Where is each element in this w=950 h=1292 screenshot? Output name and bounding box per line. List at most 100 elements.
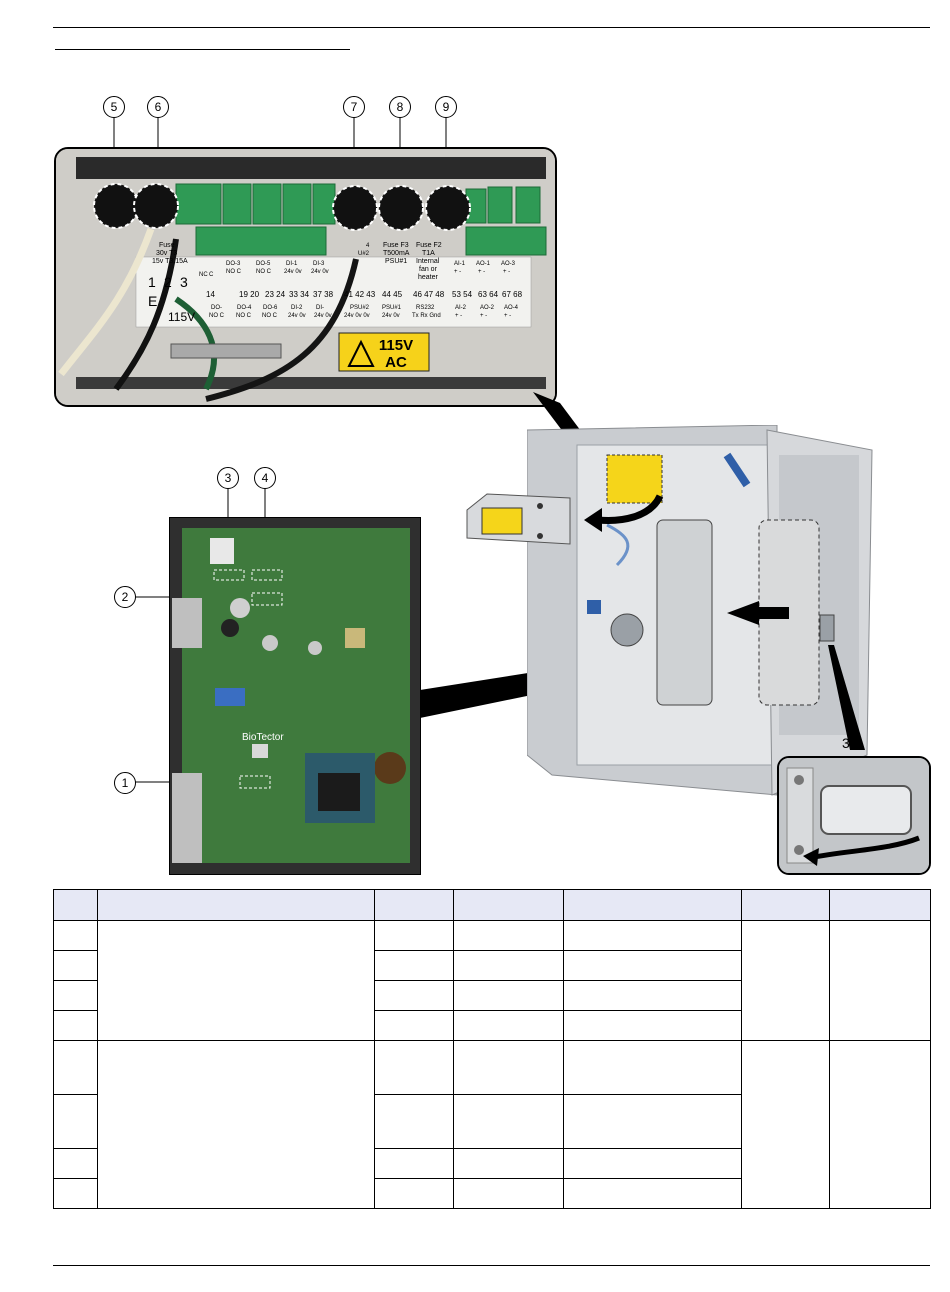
top-row-3: DI-3 [313, 261, 325, 267]
table-cell [53, 950, 98, 981]
terminal-number-row: 14 19 20 23 24 33 34 37 38 41 42 43 44 4… [206, 290, 523, 299]
bottom-row-sub-0: NO C [209, 313, 225, 319]
table-cell [53, 1010, 98, 1041]
bottom-row-sub-7: Tx Rx Gnd [412, 313, 441, 319]
board-callout-leaders [135, 488, 266, 783]
fuse-f3-line3: PSU#1 [385, 258, 407, 265]
fuse-f3-line1: Fuse F3 [383, 242, 409, 249]
callout-6: 6 [147, 96, 169, 118]
table-cell [97, 1040, 375, 1209]
terminal-bottom-row: DO- DO-4 DO-6 DI-2 DI- PSU#2 PSU#1 RS232… [209, 305, 519, 319]
latch-leader [828, 645, 865, 750]
num-row-10: 67 68 [502, 290, 523, 299]
top-row-2: DI-1 [286, 261, 298, 267]
bottom-row-0: DO- [211, 305, 222, 311]
num-row-8: 53 54 [452, 290, 473, 299]
top-row-sub-1: NO C [256, 269, 272, 275]
latch-detail-photo [777, 756, 931, 875]
bottom-row-4: DI- [316, 305, 324, 311]
table-cell [829, 1040, 931, 1209]
table-cell [374, 1010, 454, 1041]
fuse-f2-line4: fan or [419, 266, 438, 273]
label-panel-illustration [466, 493, 571, 545]
table-cell [53, 1094, 98, 1149]
table-row [53, 950, 931, 981]
table-cell [453, 920, 564, 951]
callout-9: 9 [435, 96, 457, 118]
fuse-psu2-a: 4 [366, 243, 370, 249]
header-rule [53, 27, 930, 28]
terminal-c: C [209, 272, 214, 278]
table-row [53, 1094, 931, 1149]
table-cell [374, 920, 454, 951]
curved-arrow-icon [584, 494, 664, 532]
num-row-7: 46 47 48 [413, 290, 445, 299]
table-cell [563, 1010, 742, 1041]
bottom-row-10: AO-4 [504, 305, 519, 311]
fuse-f2-line5: heater [418, 274, 439, 281]
table-cell [374, 950, 454, 981]
bottom-row-sub-10: + - [504, 313, 511, 319]
top-row-0: DO-3 [226, 261, 241, 267]
table-cell [374, 1178, 454, 1209]
top-row-5: AO-1 [476, 261, 491, 267]
fuse-f2-line3: Internal [416, 258, 440, 265]
table-cell [453, 1010, 564, 1041]
top-row-sub-3: 24v 0v [311, 269, 329, 275]
bottom-row-3: DI-2 [291, 305, 303, 311]
bottom-row-sub-5: 24v 0v 0v [344, 313, 370, 319]
top-row-sub-6: + - [503, 269, 510, 275]
table-cell [374, 1148, 454, 1179]
table-header-cell [53, 889, 98, 921]
top-row-4: AI-1 [454, 261, 466, 267]
top-row-6: AO-3 [501, 261, 516, 267]
table-cell [374, 1040, 454, 1095]
table-header-cell [741, 889, 830, 921]
table-cell [453, 950, 564, 981]
table-cell [453, 980, 564, 1011]
terminal-left-2: 2 [164, 274, 172, 290]
table-row [53, 920, 931, 1041]
table-cell [453, 1040, 564, 1095]
bottom-row-sub-2: NO C [262, 313, 278, 319]
fuse-left-line3: 15v T3.15A [152, 258, 188, 265]
terminal-top-row: DO-3 DO-5 DI-1 DI-3 AI-1 AO-1 AO-3 NO C … [226, 261, 516, 275]
num-row-6: 44 45 [382, 290, 403, 299]
fuse-f2-line2: T1A [422, 250, 435, 257]
top-row-sub-5: + - [478, 269, 485, 275]
table-header-cell [97, 889, 375, 921]
terminal-left-1: 1 [148, 274, 156, 290]
terminal-left-3: 3 [180, 274, 188, 290]
num-row-5: 41 42 43 [344, 290, 376, 299]
table-cell [563, 1178, 742, 1209]
bottom-row-sub-6: 24v 0v [382, 313, 400, 319]
callout-8: 8 [389, 96, 411, 118]
fuse-f2-line1: Fuse F2 [416, 242, 442, 249]
table-cell [53, 980, 98, 1011]
table-header-cell [563, 889, 742, 921]
table-cell [563, 1094, 742, 1149]
bottom-row-1: DO-4 [237, 305, 252, 311]
table-cell [53, 920, 98, 951]
board-brand: BioTector [242, 732, 284, 743]
circuit-board-photo: BioTector [169, 517, 421, 875]
table-header-cell [453, 889, 564, 921]
table-cell [53, 1178, 98, 1209]
table-row [53, 1040, 931, 1209]
terminal-nc: NC [199, 272, 208, 278]
bottom-row-6: PSU#1 [382, 305, 402, 311]
terminal-left-115v: 115V [168, 310, 195, 324]
table-cell [563, 980, 742, 1011]
num-row-9: 63 64 [478, 290, 499, 299]
fuse-psu2-b: U#2 [358, 251, 370, 257]
bottom-row-sub-3: 24v 0v [288, 313, 306, 319]
table-header-cell [374, 889, 454, 921]
table-row [53, 980, 931, 1011]
table-cell [97, 920, 375, 1041]
table-cell [453, 1148, 564, 1179]
warning-label-ac: AC [385, 354, 407, 371]
table-cell [563, 1040, 742, 1095]
table-cell [53, 1148, 98, 1179]
section-underline [55, 49, 350, 50]
terminal-block-photo: 115V AC Fuse 30v T3 15v T3.15A 4 U#2 Fus… [54, 147, 557, 407]
